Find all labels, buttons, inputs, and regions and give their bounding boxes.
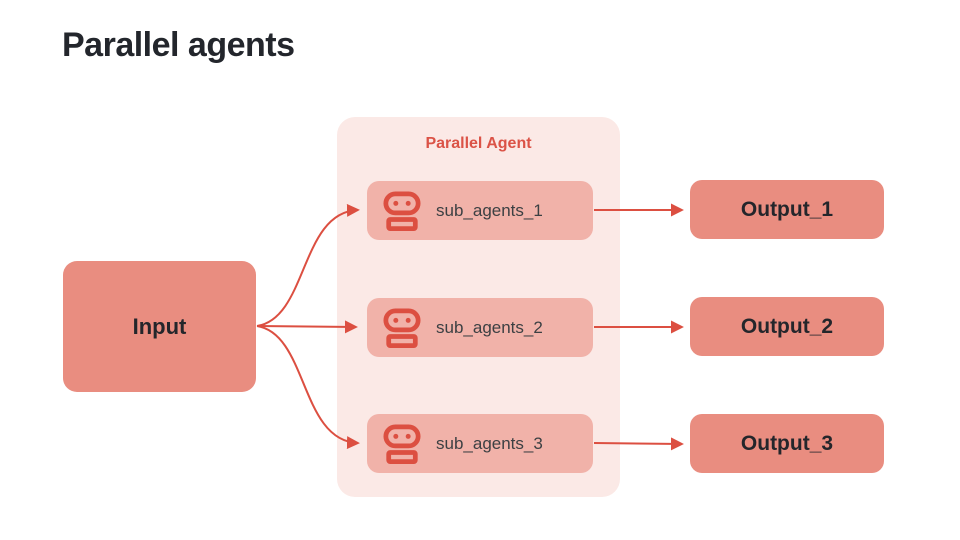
page-title: Parallel agents	[62, 26, 295, 64]
output-node-1: Output_1	[690, 180, 884, 239]
output-node-2: Output_2	[690, 297, 884, 356]
sub-agent-label: sub_agents_1	[436, 200, 543, 220]
sub-agent-node-2: sub_agents_2	[367, 298, 593, 357]
parallel-agent-group-title: Parallel Agent	[425, 135, 532, 152]
input-node-label: Input	[132, 313, 187, 339]
sub-agent-node-1: sub_agents_1	[367, 181, 593, 240]
robot-icon	[383, 191, 421, 231]
output-node-label: Output_3	[740, 431, 834, 455]
sub-agent-node-3: sub_agents_3	[367, 414, 593, 473]
input-node: Input	[63, 261, 256, 392]
sub-agent-label: sub_agents_3	[436, 433, 543, 453]
robot-icon	[383, 308, 421, 348]
output-node-label: Output_1	[740, 197, 834, 221]
output-node-3: Output_3	[690, 414, 884, 473]
robot-icon	[383, 424, 421, 464]
sub-agent-label: sub_agents_2	[436, 317, 543, 337]
output-node-label: Output_2	[740, 314, 834, 338]
